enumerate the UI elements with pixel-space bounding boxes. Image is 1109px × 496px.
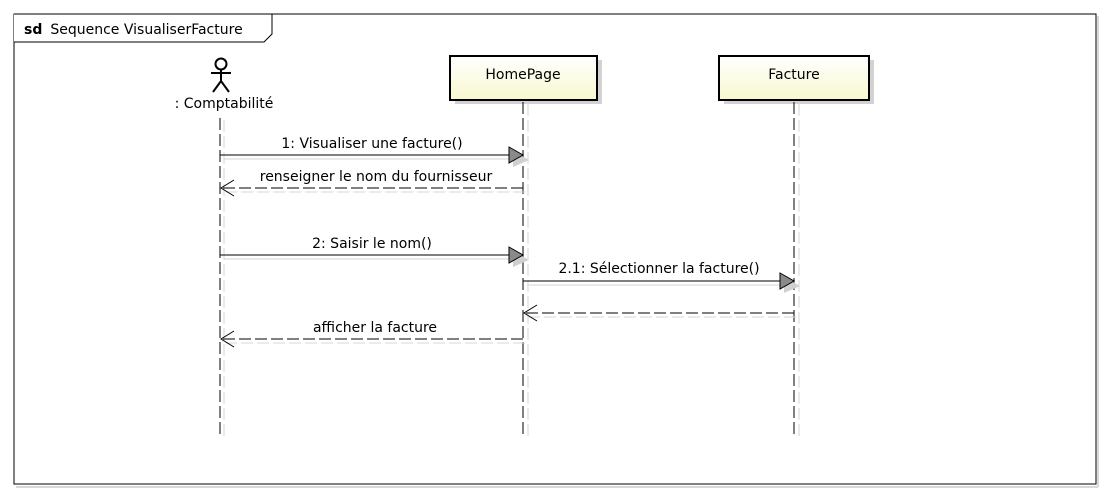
arrowhead-filled [508, 246, 525, 264]
participant-homepage: HomePage [449, 55, 602, 104]
frame-keyword: sd [24, 22, 42, 38]
arrowhead-filled [508, 146, 525, 164]
message-1: 1: Visualiser une facture() [220, 136, 529, 167]
message-label: 2: Saisir le nom() [312, 236, 432, 252]
message-label: 2.1: Sélectionner la facture() [558, 261, 759, 277]
message-label: afficher la facture [313, 320, 437, 336]
arrowhead-open [523, 304, 538, 322]
participant-facture: Facture [718, 55, 874, 104]
message-label: renseigner le nom du fournisseur [260, 169, 493, 185]
frame-name: Sequence VisualiserFacture [50, 22, 242, 38]
arrowhead-filled [779, 272, 796, 290]
frame-tab [14, 13, 273, 43]
arrowhead-open [220, 179, 235, 197]
frame-shadow-right [1097, 16, 1099, 487]
stick-figure-icon [211, 57, 231, 93]
object-box [718, 55, 870, 101]
frame-title: sd Sequence VisualiserFacture [24, 21, 243, 38]
object-box [449, 55, 598, 101]
participant-label-actor: : Comptabilité [175, 96, 274, 112]
participant-label-facture: Facture [768, 67, 819, 83]
arrowhead-open [220, 330, 235, 348]
message-2: renseigner le nom du fournisseur [220, 169, 525, 197]
frame-shadow [16, 486, 1098, 488]
participant-actor: : Comptabilité [175, 57, 274, 112]
message-5 [523, 304, 796, 322]
message-3: 2: Saisir le nom() [220, 236, 529, 267]
message-4: 2.1: Sélectionner la facture() [523, 261, 800, 293]
message-6: afficher la facture [220, 320, 525, 348]
participant-label-homepage: HomePage [485, 67, 560, 83]
message-label: 1: Visualiser une facture() [281, 136, 462, 152]
